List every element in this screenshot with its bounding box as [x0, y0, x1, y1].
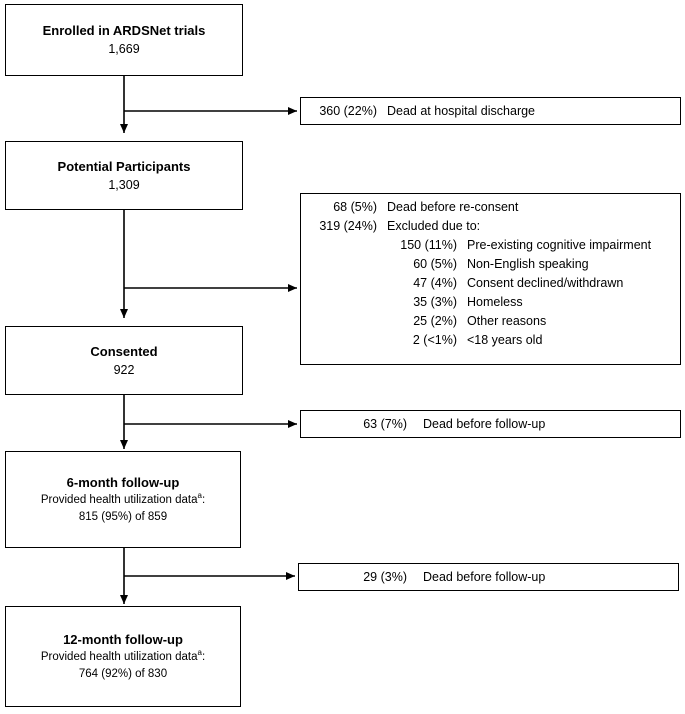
exclusion-sub-label: <18 years old	[467, 333, 543, 347]
exclusion-row: 68 (5%) Dead before re-consent	[301, 198, 682, 216]
stage-potential-participants-box: Potential Participants 1,309	[5, 141, 243, 210]
footnote-marker: a	[197, 490, 202, 500]
exclusion-subrow: 150 (11%) Pre-existing cognitive impairm…	[301, 236, 682, 254]
stage-title: 6-month follow-up	[66, 474, 180, 490]
stage-title: Potential Participants	[57, 158, 191, 174]
stage-detail-label: Provided health utilization data	[40, 650, 198, 663]
stage-title: Enrolled in ARDSNet trials	[42, 23, 206, 38]
stage-detail-value: 764 (92%) of 830	[78, 667, 168, 680]
exclusion-label: Dead before follow-up	[423, 570, 546, 584]
exclusion-count: 63 (7%)	[363, 417, 407, 431]
exclusion-label: Dead before follow-up	[423, 417, 546, 431]
exclusion-label: Excluded due to:	[387, 219, 481, 233]
stage-detail-value: 815 (95%) of 859	[78, 510, 168, 523]
footnote-marker: a	[197, 647, 202, 657]
stage-6month-box: 6-month follow-up Provided health utiliz…	[5, 451, 241, 548]
exclusion-discharge-box: 360 (22%) Dead at hospital discharge	[300, 97, 681, 125]
stage-count: 922	[113, 362, 135, 377]
exclusion-count: 29 (3%)	[363, 570, 407, 584]
stage-detail-suffix: :	[201, 493, 206, 506]
stage-detail: Provided health utilization dataa:	[40, 647, 206, 666]
exclusion-reconsent-box: 68 (5%) Dead before re-consent 319 (24%)…	[300, 193, 681, 365]
exclusion-sub-count: 60 (5%)	[413, 257, 457, 271]
exclusion-count: 360 (22%)	[319, 104, 377, 118]
exclusion-sub-label: Non-English speaking	[467, 257, 589, 271]
exclusion-6month-box: 63 (7%) Dead before follow-up	[300, 410, 681, 438]
stage-count: 1,309	[108, 177, 140, 192]
stage-12month-box: 12-month follow-up Provided health utili…	[5, 606, 241, 707]
exclusion-sub-label: Pre-existing cognitive impairment	[467, 238, 652, 252]
stage-detail-label: Provided health utilization data	[40, 493, 198, 506]
stage-consented-box: Consented 922	[5, 326, 243, 395]
exclusion-subrow: 60 (5%) Non-English speaking	[301, 255, 682, 273]
exclusion-sub-count: 25 (2%)	[413, 314, 457, 328]
exclusion-sub-label: Consent declined/withdrawn	[467, 276, 624, 290]
exclusion-sub-count: 2 (<1%)	[412, 333, 457, 347]
exclusion-sub-count: 47 (4%)	[413, 276, 457, 290]
stage-detail: Provided health utilization dataa:	[40, 490, 206, 509]
exclusion-sub-count: 150 (11%)	[400, 238, 457, 252]
exclusion-sub-count: 35 (3%)	[413, 295, 457, 309]
exclusion-count: 319 (24%)	[319, 219, 377, 233]
exclusion-label: Dead before re-consent	[387, 200, 519, 214]
exclusion-12month-box: 29 (3%) Dead before follow-up	[298, 563, 679, 591]
stage-title: Consented	[90, 343, 158, 359]
stage-count: 1,669	[108, 42, 140, 56]
stage-detail-suffix: :	[201, 650, 206, 663]
exclusion-subrow: 47 (4%) Consent declined/withdrawn	[301, 274, 682, 292]
exclusion-subrow: 35 (3%) Homeless	[301, 293, 682, 311]
stage-enrolled-box: Enrolled in ARDSNet trials 1,669	[5, 4, 243, 76]
exclusion-row: 319 (24%) Excluded due to:	[301, 217, 682, 235]
exclusion-count: 68 (5%)	[333, 200, 377, 214]
exclusion-subrow: 2 (<1%) <18 years old	[301, 331, 682, 349]
exclusion-subrow: 25 (2%) Other reasons	[301, 312, 682, 330]
exclusion-sub-label: Homeless	[467, 295, 523, 309]
exclusion-sub-label: Other reasons	[467, 314, 547, 328]
exclusion-label: Dead at hospital discharge	[387, 104, 536, 118]
stage-title: 12-month follow-up	[63, 631, 183, 647]
